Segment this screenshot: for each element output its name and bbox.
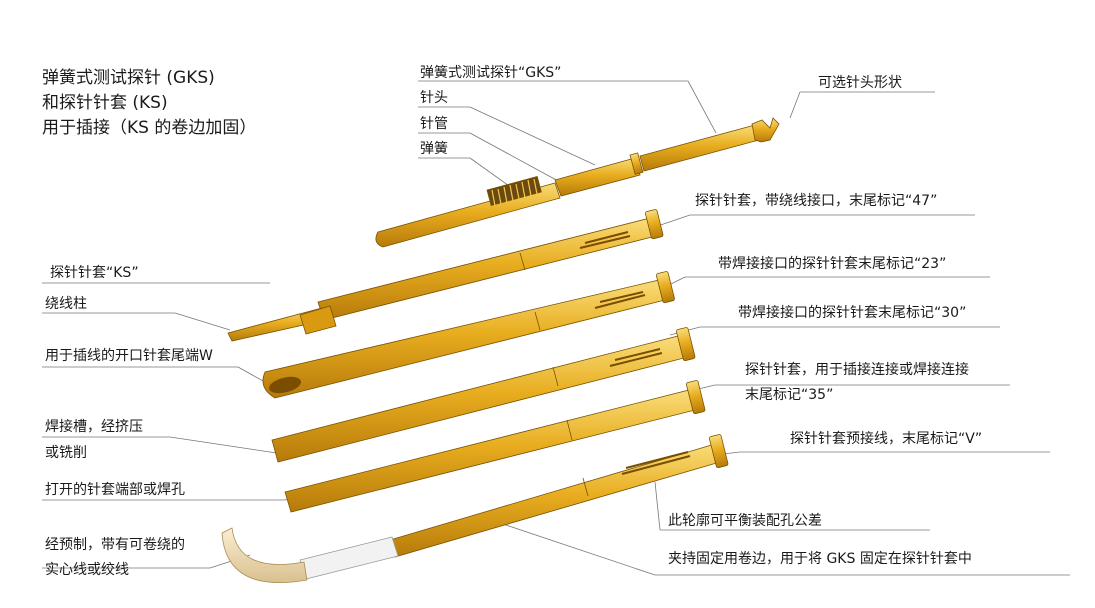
label-spring: 弹簧 bbox=[420, 140, 448, 158]
title-line-1: 弹簧式测试探针 (GKS) bbox=[42, 66, 256, 91]
label-solder-groove-line2: 或铣削 bbox=[45, 444, 87, 462]
label-slotted-end: 用于插线的开口针套尾端W bbox=[45, 347, 213, 365]
label-receptacle-v: 探针针套预接线，末尾标记“V” bbox=[790, 430, 982, 448]
label-crimp: 夹持固定用卷边，用于将 GKS 固定在探针针套中 bbox=[668, 550, 972, 568]
label-receptacle-23: 带焊接接口的探针针套末尾标记“23” bbox=[718, 255, 946, 273]
receptacle-23 bbox=[263, 271, 675, 398]
label-prewired-line2: 实心线或绞线 bbox=[45, 561, 129, 579]
label-open-end: 打开的针套端部或焊孔 bbox=[45, 481, 185, 499]
title-line-3: 用于插接（KS 的卷边加固） bbox=[42, 116, 256, 141]
label-press-fit: 此轮廓可平衡装配孔公差 bbox=[668, 512, 822, 530]
label-gks-probe: 弹簧式测试探针“GKS” bbox=[420, 64, 561, 82]
label-receptacle-35-line1: 探针针套，用于插接连接或焊接连接 bbox=[745, 361, 969, 379]
label-receptacle-35-line2: 末尾标记“35” bbox=[745, 386, 833, 404]
label-receptacle-30: 带焊接接口的探针针套末尾标记“30” bbox=[738, 304, 966, 322]
label-solder-groove-line1: 焊接槽，经挤压 bbox=[45, 418, 143, 436]
label-prewired-line1: 经预制，带有可卷绕的 bbox=[45, 536, 185, 554]
gks-probe bbox=[376, 118, 779, 247]
label-receptacle-ks: 探针针套“KS” bbox=[50, 264, 139, 282]
title-line-2: 和探针针套 (KS) bbox=[42, 91, 256, 116]
label-optional-head: 可选针头形状 bbox=[818, 74, 902, 92]
label-wrap-post: 绕线柱 bbox=[45, 295, 87, 313]
label-receptacle-47: 探针针套，带绕线接口，末尾标记“47” bbox=[695, 192, 937, 210]
diagram-title: 弹簧式测试探针 (GKS) 和探针针套 (KS) 用于插接（KS 的卷边加固） bbox=[42, 66, 256, 141]
label-probe-head: 针头 bbox=[420, 89, 448, 107]
label-barrel: 针管 bbox=[420, 115, 448, 133]
